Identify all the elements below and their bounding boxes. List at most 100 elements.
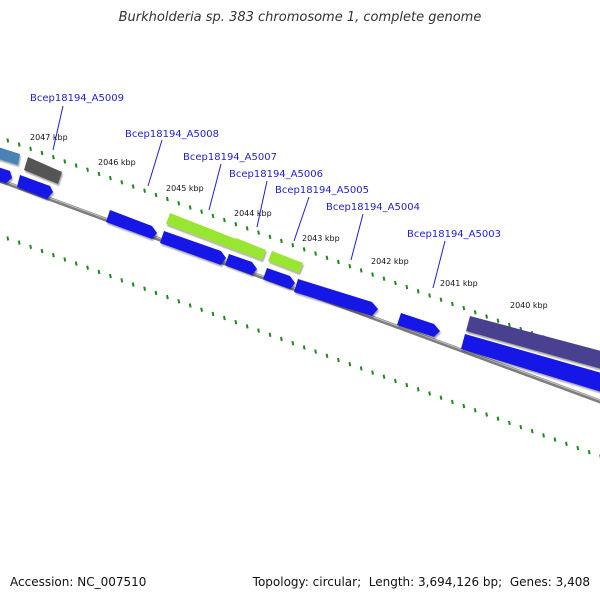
tick-mark [166,294,169,300]
length-value: 3,694,126 bp [418,575,499,589]
tick-mark [234,320,238,325]
tick-mark [451,301,454,307]
cds-arrow[interactable] [263,268,295,289]
tick-mark [29,146,32,151]
gene-label-a5004[interactable]: Bcep18194_A5004 [326,202,420,213]
tick-mark [394,280,397,286]
tick-mark [314,349,317,354]
tick-mark [17,142,21,147]
tick-mark [177,299,181,304]
tick-mark [143,188,146,193]
gene-label-a5007[interactable]: Bcep18194_A5007 [183,152,277,163]
map-title: Burkholderia sp. 383 chromosome 1, compl… [118,10,482,25]
tick-mark [97,171,101,177]
tick-mark [542,433,545,438]
tick-mark [439,297,443,302]
gene-label-a5006[interactable]: Bcep18194_A5006 [229,169,323,180]
inner-tick-row [6,236,600,459]
accession-label: Accession: [10,575,74,589]
accession-info: Accession: NC_007510 [10,575,146,589]
tick-mark [268,234,272,239]
tick-mark [86,167,89,172]
cds-arrow[interactable] [0,166,12,183]
tick-mark [530,429,534,434]
leader-a5006 [256,180,268,228]
tick-mark [416,289,420,294]
topology-value: circular [312,575,358,589]
tick-mark [302,247,306,252]
tick-mark [519,424,523,430]
tick-mark [382,276,386,281]
cds-arrow[interactable] [397,313,440,337]
gene-label-a5003[interactable]: Bcep18194_A5003 [407,229,501,240]
tick-mark [428,391,431,396]
tick-mark [416,387,420,392]
tick-mark [337,259,340,265]
tick-mark [405,382,409,388]
genes-value: 3,408 [555,575,590,589]
feature-dark-purple-a5003[interactable] [466,316,600,370]
gene-label-a5009[interactable]: Bcep18194_A5009 [30,93,124,104]
tick-mark [143,286,146,291]
feature-track [0,146,600,370]
scale-tick-label: 2046 kbp [98,158,136,167]
cds-arrow[interactable] [17,175,53,199]
tick-mark [188,303,192,308]
cds-arrow[interactable] [160,231,226,265]
leader-a5004 [350,213,364,261]
cds-arrow[interactable] [106,210,157,239]
tick-mark [234,222,238,227]
tick-mark [428,293,431,298]
tick-mark [371,370,374,375]
gene-label-a5008[interactable]: Bcep18194_A5008 [125,129,219,140]
tick-mark [40,248,44,254]
tick-mark [462,403,466,409]
tick-mark [109,273,112,279]
feature-dark-gray[interactable] [24,157,62,184]
tick-mark [52,253,55,258]
tick-mark [40,150,44,156]
accession-value: NC_007510 [77,575,147,589]
tick-mark [337,357,340,363]
tick-mark [154,192,158,198]
cds-arrow[interactable] [461,334,600,393]
tick-mark [371,272,374,277]
feature-green-a5005[interactable] [268,251,303,273]
tick-mark [86,265,89,270]
feature-steel-blue[interactable] [0,146,20,165]
tick-mark [291,341,295,346]
tick-mark [325,353,329,358]
tick-mark [154,290,158,296]
tick-mark [63,257,67,262]
cds-arrow[interactable] [294,279,378,316]
tick-mark [576,445,580,451]
tick-mark [257,328,260,333]
tick-mark [131,282,135,287]
tick-mark [131,184,135,189]
tick-mark [223,217,226,223]
feature-green-a5006[interactable] [232,238,266,260]
tick-mark [348,264,352,269]
tick-mark [439,395,443,400]
tick-mark [473,310,477,315]
tick-mark [245,324,249,329]
cds-arrow[interactable] [225,254,257,275]
tick-mark [17,240,21,245]
scale-labels: 2047 kbp 2046 kbp 2045 kbp 2044 kbp 2043… [30,133,548,310]
topology-label: Topology: [252,575,309,589]
tick-mark [74,163,78,168]
tick-mark [52,155,55,160]
feature-green-a5007[interactable] [166,213,236,249]
tick-mark [245,226,249,231]
cds-track [0,166,600,393]
tick-mark [6,138,10,143]
tick-mark [97,269,101,275]
tick-mark [74,261,78,266]
gene-label-a5005[interactable]: Bcep18194_A5005 [275,185,369,196]
scale-tick-label: 2041 kbp [440,279,478,288]
tick-mark [257,230,260,235]
leader-a5007 [208,163,222,211]
tick-mark [188,205,192,210]
tick-mark [314,251,317,256]
leader-a5009 [52,105,64,151]
